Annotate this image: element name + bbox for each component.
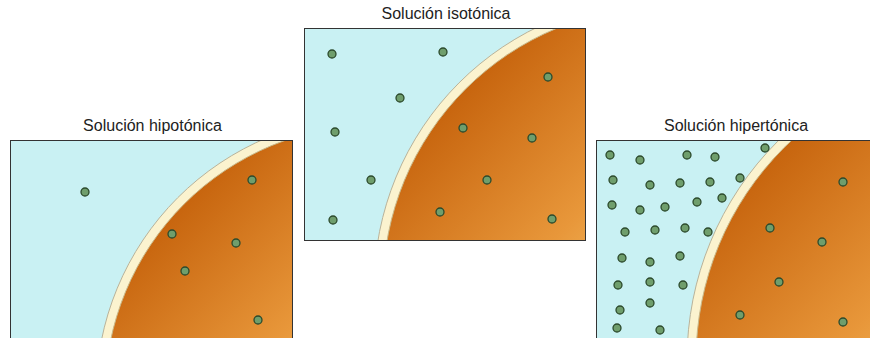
solute-particle <box>736 311 744 319</box>
solute-particle <box>636 206 644 214</box>
solute-particle <box>679 281 687 289</box>
solute-particle <box>254 316 262 324</box>
solute-particle <box>328 50 336 58</box>
solute-particle <box>618 254 626 262</box>
solute-particle <box>761 144 769 152</box>
solute-particle <box>646 181 654 189</box>
solute-particle <box>168 230 176 238</box>
solute-particle <box>621 228 629 236</box>
solute-particle <box>651 226 659 234</box>
solute-particle <box>693 198 701 206</box>
solute-particle <box>704 228 712 236</box>
solution-panel-art <box>596 140 870 338</box>
solute-particle <box>329 216 337 224</box>
solute-particle <box>439 48 447 56</box>
solute-particle <box>613 324 621 332</box>
cell-cytoplasm <box>696 140 870 338</box>
solute-particle <box>676 179 684 187</box>
solute-particle <box>544 73 552 81</box>
cell-cytoplasm <box>105 140 293 338</box>
solute-particle <box>459 124 467 132</box>
solute-particle <box>436 208 444 216</box>
solute-particle <box>331 128 339 136</box>
panel-heading: Solución hipertónica <box>664 116 808 136</box>
solute-particle <box>232 239 240 247</box>
solution-panel: Solución hipertónica <box>596 140 870 338</box>
cell-membrane <box>374 28 586 241</box>
solute-particle <box>614 281 622 289</box>
solute-particle <box>248 176 256 184</box>
solute-particle <box>81 188 89 196</box>
cell-membrane <box>96 140 293 338</box>
cell-cytoplasm <box>383 28 586 241</box>
solute-particle <box>766 224 774 232</box>
solute-particle <box>736 174 744 182</box>
cell-membrane <box>687 140 870 338</box>
solute-particle <box>839 178 847 186</box>
solute-particle <box>676 252 684 260</box>
solution-panel: Solución hipotónica <box>10 140 293 338</box>
solute-particle <box>181 267 189 275</box>
solute-particle <box>608 201 616 209</box>
solute-particle <box>636 156 644 164</box>
solute-particle <box>706 178 714 186</box>
solute-particle <box>718 194 726 202</box>
solute-particle <box>396 94 404 102</box>
solute-particle <box>681 224 689 232</box>
solute-particle <box>711 153 719 161</box>
solution-panel: Solución isotónica <box>304 28 586 241</box>
solute-particle <box>646 278 654 286</box>
solute-particle <box>839 318 847 326</box>
solute-particle <box>606 151 614 159</box>
solute-particle <box>646 299 654 307</box>
solute-particle <box>818 238 826 246</box>
panel-heading: Solución hipotónica <box>83 116 222 136</box>
panel-heading: Solución isotónica <box>382 4 511 24</box>
solute-particle <box>483 176 491 184</box>
solute-particle <box>775 278 783 286</box>
solute-particle <box>548 215 556 223</box>
solute-particle <box>528 134 536 142</box>
solute-particle <box>609 176 617 184</box>
solution-panel-art <box>304 28 586 241</box>
solute-particle <box>646 258 654 266</box>
solute-particle <box>367 176 375 184</box>
solute-particle <box>683 151 691 159</box>
solute-particle <box>616 306 624 314</box>
solution-panel-art <box>10 140 293 338</box>
solute-particle <box>661 203 669 211</box>
solute-particle <box>656 326 664 334</box>
